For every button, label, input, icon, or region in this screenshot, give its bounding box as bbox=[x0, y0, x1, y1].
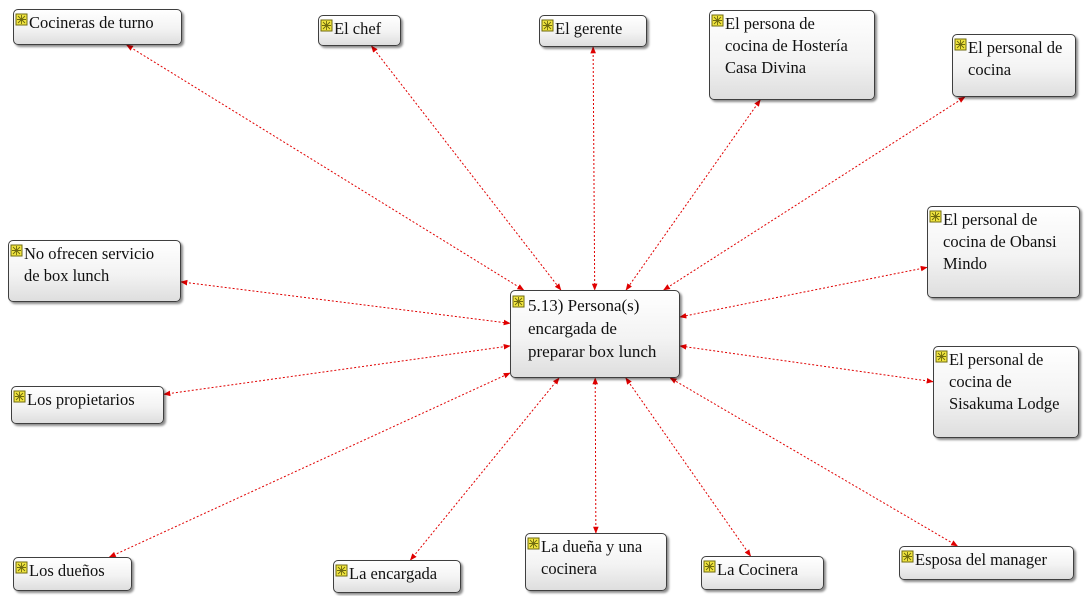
link-noofrecen bbox=[180, 279, 511, 326]
node-label: El chef bbox=[334, 19, 382, 38]
code-node-icon bbox=[954, 35, 967, 51]
code-node-icon bbox=[541, 16, 554, 32]
link-propietarios bbox=[163, 343, 511, 397]
code-node-icon bbox=[901, 547, 914, 563]
link-cocinera bbox=[625, 377, 751, 557]
node-label: Cocineras de turno bbox=[29, 13, 154, 32]
code-node-icon bbox=[10, 241, 23, 257]
link-hosteria bbox=[625, 99, 761, 291]
node-no-ofrecen-servicio[interactable]: No ofrecen servicio de box lunch bbox=[8, 240, 181, 302]
code-node-icon bbox=[512, 291, 525, 308]
center-node[interactable]: 5.13) Persona(s) encargada de preparar b… bbox=[510, 290, 680, 378]
code-node-icon bbox=[15, 558, 28, 574]
center-node-label: 5.13) Persona(s) encargada de preparar b… bbox=[528, 296, 657, 361]
node-label: El gerente bbox=[555, 19, 623, 38]
code-node-icon bbox=[935, 347, 948, 363]
node-el-personal-de-cocina[interactable]: El personal de cocina bbox=[952, 34, 1076, 97]
node-el-gerente[interactable]: El gerente bbox=[539, 15, 647, 47]
link-duenos bbox=[108, 372, 511, 558]
link-sisakuma bbox=[679, 344, 934, 384]
link-cocineras bbox=[126, 44, 525, 291]
code-node-icon bbox=[527, 534, 540, 550]
node-el-personal-de-cocina-de-sisakuma[interactable]: El personal de cocina de Sisakuma Lodge bbox=[933, 346, 1079, 438]
node-esposa-del-manager[interactable]: Esposa del manager bbox=[899, 546, 1074, 580]
link-esposa bbox=[669, 377, 959, 547]
node-label: La dueña y una cocinera bbox=[541, 537, 643, 578]
link-duena bbox=[592, 377, 599, 534]
link-obansi bbox=[679, 265, 928, 319]
node-label: La encargada bbox=[349, 564, 438, 583]
node-label: Esposa del manager bbox=[915, 550, 1047, 569]
code-node-icon bbox=[711, 11, 724, 27]
node-la-encargada[interactable]: La encargada bbox=[333, 560, 461, 593]
code-node-icon bbox=[335, 561, 348, 577]
node-label: Los propietarios bbox=[27, 390, 135, 409]
code-node-icon bbox=[703, 557, 716, 573]
node-el-persona-de-cocina-de-hosteria[interactable]: El persona de cocina de Hostería Casa Di… bbox=[709, 10, 875, 100]
node-label: El personal de cocina bbox=[968, 38, 1063, 79]
node-el-personal-de-cocina-de-obansi[interactable]: El personal de cocina de Obansi Mindo bbox=[927, 206, 1080, 298]
node-el-chef[interactable]: El chef bbox=[318, 15, 401, 46]
node-cocineras-de-turno[interactable]: Cocineras de turno bbox=[13, 9, 182, 45]
node-la-duena-y-una-cocinera[interactable]: La dueña y una cocinera bbox=[525, 533, 667, 591]
node-label: El personal de cocina de Obansi Mindo bbox=[943, 210, 1057, 273]
link-personal bbox=[663, 96, 966, 291]
node-los-propietarios[interactable]: Los propietarios bbox=[11, 386, 164, 424]
node-la-cocinera[interactable]: La Cocinera bbox=[701, 556, 824, 590]
code-node-icon bbox=[929, 207, 942, 223]
code-node-icon bbox=[320, 16, 333, 32]
code-node-icon bbox=[13, 387, 26, 403]
node-label: No ofrecen servicio de box lunch bbox=[24, 244, 155, 285]
node-label: El persona de cocina de Hostería Casa Di… bbox=[725, 14, 848, 77]
link-chef bbox=[371, 45, 562, 291]
node-los-duenos[interactable]: Los dueños bbox=[13, 557, 132, 591]
node-label: Los dueños bbox=[29, 561, 105, 580]
node-label: El personal de cocina de Sisakuma Lodge bbox=[949, 350, 1060, 413]
link-gerente bbox=[590, 46, 598, 291]
node-label: La Cocinera bbox=[717, 560, 799, 579]
code-node-icon bbox=[15, 10, 28, 26]
